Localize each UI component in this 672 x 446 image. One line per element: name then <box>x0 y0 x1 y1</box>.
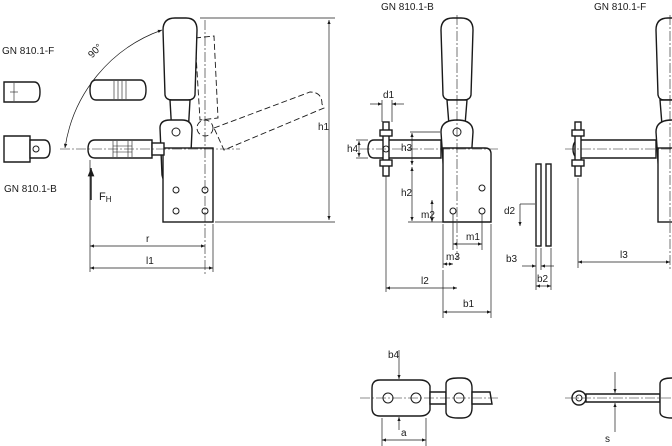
top-view-b: b4 a <box>360 350 500 446</box>
side-view-f-title: GN 810.1-F <box>594 2 646 13</box>
spindle-b-piece <box>3 135 31 163</box>
force-label: FH <box>99 191 112 204</box>
dimension-label-d2: d2 <box>504 206 516 217</box>
dimension-label-b2: b2 <box>537 274 549 285</box>
spacer-strip <box>545 163 552 247</box>
main-clamp-view: 90° FH h1 r l1 <box>60 17 335 275</box>
dimension-label-b4: b4 <box>388 350 400 361</box>
top-view-f: s <box>565 372 672 445</box>
pivot-upper <box>171 127 181 137</box>
dimension-label-m3: m3 <box>446 252 460 263</box>
dimension-label-l3: l3 <box>620 250 628 261</box>
handle-open-position <box>194 35 325 151</box>
dimension-label-m1: m1 <box>466 232 480 243</box>
angle-arc <box>63 29 163 149</box>
dimension-label-d1: d1 <box>383 90 395 101</box>
mount-hole <box>478 184 486 192</box>
spindle-b-hole <box>32 145 40 153</box>
base-plate <box>442 147 492 223</box>
variant-label-f: GN 810.1-F <box>2 46 54 57</box>
side-view-f: GN 810.1-F l3 <box>565 2 672 270</box>
nut-top <box>379 129 393 137</box>
mount-hole <box>172 207 180 215</box>
angle-label: 90° <box>86 42 104 60</box>
spacer-strip <box>535 163 542 247</box>
base-plate <box>162 147 214 223</box>
dimension-label-l2: l2 <box>421 276 429 287</box>
handle-grip <box>162 17 198 101</box>
dimension-label-m2: m2 <box>421 210 435 221</box>
nut-bottom <box>379 159 393 167</box>
dimension-label-h4: h4 <box>347 144 359 155</box>
dimension-label-r: r <box>146 234 150 245</box>
dimension-label-h2: h2 <box>401 188 413 199</box>
dimension-label-b1: b1 <box>463 299 475 310</box>
spindle-f-piece <box>3 81 41 103</box>
side-view-b: GN 810.1-B d1 h4 h3 h2 <box>347 2 500 318</box>
side-view-b-title: GN 810.1-B <box>381 2 434 13</box>
spindle-b-tip <box>29 139 51 159</box>
mount-hole <box>172 186 180 194</box>
dimension-label-s: s <box>605 434 610 445</box>
spindle-variants: GN 810.1-F GN 810.1-B <box>2 46 147 195</box>
handle-grip <box>655 17 672 101</box>
dimension-label-a: a <box>401 428 407 439</box>
spacer-strips: d2 b3 b2 <box>504 163 554 290</box>
dimension-label-h1: h1 <box>318 122 330 133</box>
base-plate <box>657 147 672 223</box>
dimension-label-l1: l1 <box>146 256 154 267</box>
dimension-label-b3: b3 <box>506 254 518 265</box>
dimension-label-h3: h3 <box>401 143 413 154</box>
variant-label-b: GN 810.1-B <box>4 184 57 195</box>
